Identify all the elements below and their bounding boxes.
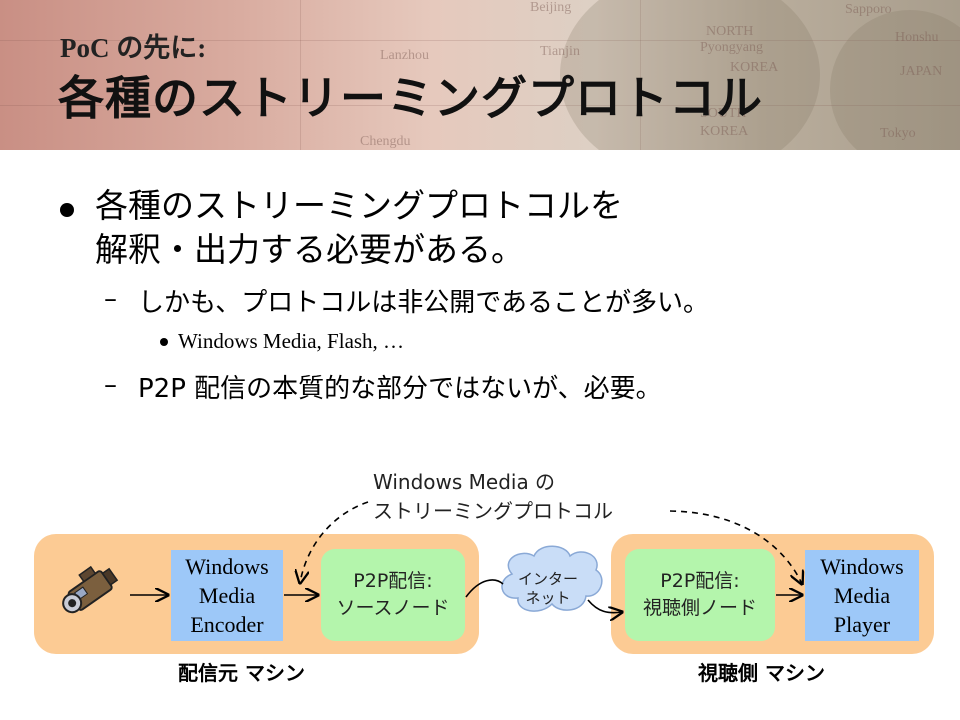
map-label: NORTH [706, 24, 754, 39]
map-label: Lanzhou [380, 48, 429, 63]
internet-label: インター ネット [498, 570, 598, 608]
viewer-node-label-line: P2P配信: [660, 570, 740, 592]
map-gridline [0, 40, 960, 41]
slide-title: 各種のストリーミングプロトコル [58, 71, 763, 125]
annotation-line1: Windows Media の [373, 470, 556, 494]
map-land [830, 10, 960, 150]
internet-label-line: ネット [525, 589, 571, 607]
bullet-dash: – [104, 284, 117, 314]
video-camera-icon [62, 565, 119, 614]
bullet-main-line2: 解釈・出力する必要がある。 [95, 230, 524, 269]
map-gridline [640, 0, 641, 150]
sender-machine-label: 配信元 マシン [178, 661, 305, 685]
bullet-dash: – [104, 370, 117, 400]
header-banner: Beijing Tianjin NORTH Pyongyang KOREA SO… [0, 0, 960, 150]
map-land [560, 0, 820, 150]
map-gridline [0, 105, 960, 106]
map-label: JAPAN [900, 64, 943, 79]
map-label: Honshu [895, 30, 939, 45]
bullet-sub1: しかも、プロトコルは非公開であることが多い。 [138, 288, 709, 318]
map-label: KOREA [730, 60, 779, 75]
bullet-main-line1: 各種のストリーミングプロトコルを [95, 186, 623, 225]
encoder-label-line: Encoder [190, 612, 264, 637]
source-node-label-line: P2P配信: [353, 570, 433, 592]
map-label: KOREA [700, 124, 749, 139]
map-label: Sapporo [845, 2, 892, 17]
map-label: Pyongyang [700, 40, 763, 55]
viewer-node-label-line: 視聴側ノード [642, 597, 757, 619]
protocol-annotation: Windows Media の ストリーミングプロトコル [373, 468, 613, 526]
map-label: Tokyo [880, 126, 916, 141]
bullet-dot-small [160, 338, 168, 346]
source-node-label-line: ソースノード [336, 597, 450, 619]
map-label: SOUTH [700, 106, 747, 121]
bullet-dot [60, 203, 74, 217]
map-label: Beijing [530, 0, 572, 15]
player-label-line: Player [833, 612, 891, 637]
windows-media-encoder: Windows Media Encoder [171, 550, 283, 641]
annotation-line2: ストリーミングプロトコル [373, 499, 613, 523]
player-label-line: Windows [820, 554, 904, 579]
p2p-source-node: P2P配信: ソースノード [321, 549, 465, 641]
p2p-viewer-node: P2P配信: 視聴側ノード [625, 549, 775, 641]
map-label: Chengdu [360, 134, 411, 149]
map-label: Tianjin [540, 44, 580, 59]
bullet-sub1-item: Windows Media, Flash, … [178, 329, 405, 353]
internet-label-line: インター [517, 570, 578, 588]
slide-kicker: PoC の先に: [60, 33, 207, 63]
bullet-sub2: P2P 配信の本質的な部分ではないが、必要。 [138, 374, 662, 404]
map-gridline [300, 0, 301, 150]
player-label-line: Media [833, 583, 891, 608]
encoder-label-line: Media [198, 583, 256, 608]
receiver-machine-label: 視聴側 マシン [698, 661, 825, 685]
encoder-label-line: Windows [185, 554, 269, 579]
windows-media-player: Windows Media Player [805, 550, 919, 641]
